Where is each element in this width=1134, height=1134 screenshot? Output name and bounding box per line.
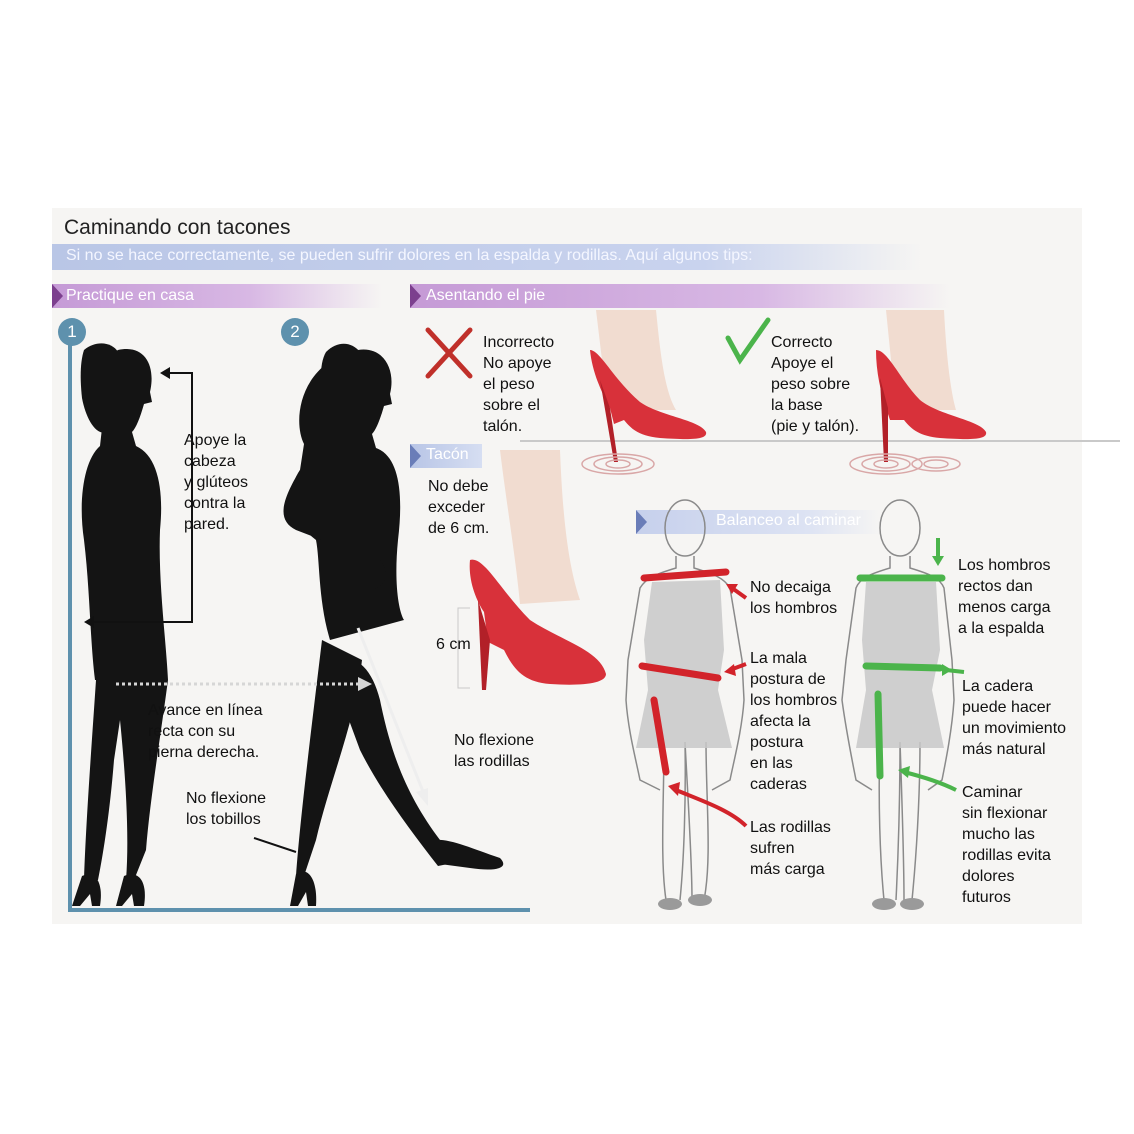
cross-icon — [425, 327, 473, 379]
impact-rings — [581, 453, 655, 475]
arrow-icon — [356, 627, 426, 795]
section-title-asentando: Asentando el pie — [426, 287, 546, 304]
dress-shape — [636, 580, 732, 748]
step-number-1: 1 — [58, 318, 86, 346]
shoe-outline — [900, 898, 924, 910]
arrow-icon — [160, 367, 170, 379]
shoe-outline — [872, 898, 896, 910]
arrow-icon — [668, 782, 680, 796]
triangle-icon — [52, 284, 63, 308]
section-bar-tacon — [410, 444, 482, 468]
arrow-icon — [942, 664, 952, 676]
arrow-icon — [84, 616, 94, 628]
section-title-practique: Practique en casa — [66, 287, 195, 304]
arrow-icon — [724, 664, 736, 676]
arrow-icon — [358, 677, 372, 691]
wall-line — [68, 344, 72, 912]
incorrect-posture-markers — [638, 568, 730, 776]
measure-guide — [457, 607, 470, 689]
check-icon — [725, 317, 771, 365]
subtitle: Si no se hace correctamente, se pueden s… — [66, 247, 753, 264]
shoe-outline — [688, 894, 712, 906]
step-number-2: 2 — [281, 318, 309, 346]
page-title: Caminando con tacones — [64, 216, 291, 239]
section-bar-practique — [52, 284, 382, 308]
red-pump-shoe — [469, 450, 606, 690]
arrow-icon — [932, 556, 944, 566]
triangle-icon — [410, 284, 421, 308]
arrow-icon — [253, 837, 297, 853]
floor-line-shoes — [520, 440, 1120, 442]
shoe-outline — [658, 898, 682, 910]
section-title-tacon: Tacón — [426, 446, 469, 463]
floor-line — [68, 908, 530, 912]
impact-rings — [849, 453, 961, 475]
triangle-icon — [636, 510, 647, 534]
section-bar-asentando — [410, 284, 950, 308]
woman-silhouette — [283, 343, 504, 906]
red-pump-shoe — [590, 310, 707, 462]
subtitle-bar — [52, 244, 922, 270]
correct-title: Correcto — [771, 334, 833, 351]
arrow-icon — [898, 766, 910, 778]
section-bar-balanceo — [636, 510, 882, 534]
arrow-icon — [88, 372, 193, 623]
arrow-icon — [726, 584, 738, 594]
incorrect-title: Incorrecto — [483, 334, 555, 351]
tacon-measure: 6 cm — [436, 636, 471, 653]
arrow-icon — [416, 788, 428, 806]
triangle-icon — [410, 444, 421, 468]
woman-silhouette — [72, 343, 168, 906]
section-title-balanceo: Balanceo al caminar — [716, 512, 861, 529]
red-pump-shoe — [876, 310, 987, 462]
correct-posture-markers — [856, 574, 946, 780]
